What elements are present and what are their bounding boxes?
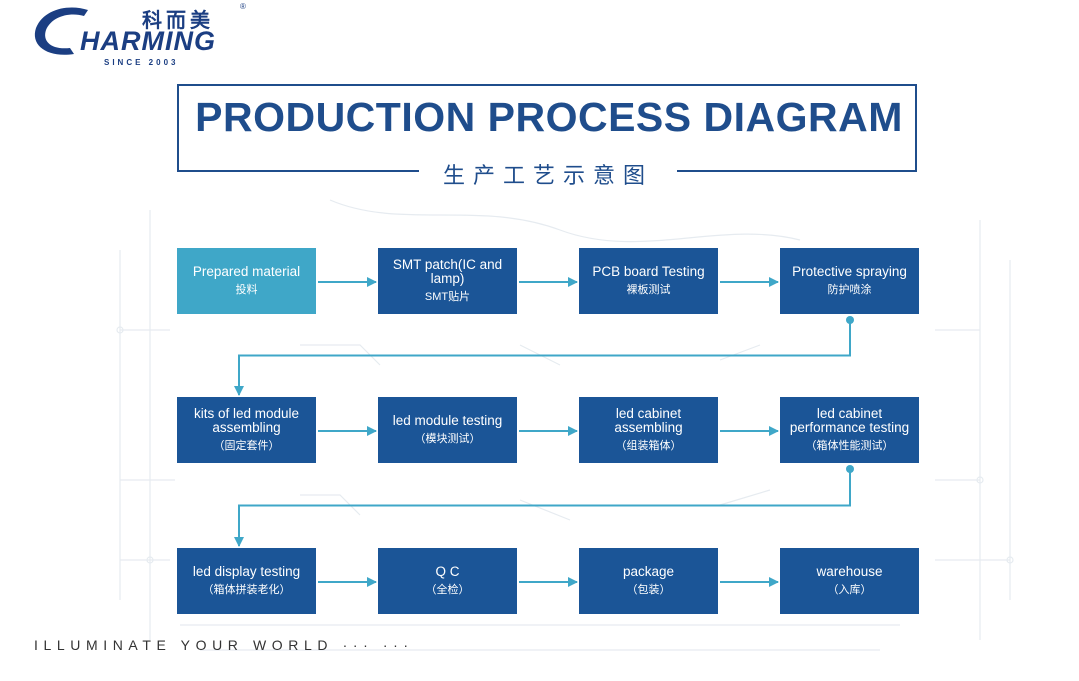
page-title: PRODUCTION PROCESS DIAGRAM: [195, 94, 903, 140]
process-step: package （包装）: [579, 548, 718, 614]
process-step: PCB board Testing 裸板测试: [579, 248, 718, 314]
step-label-en: SMT patch(IC and lamp): [392, 257, 503, 286]
logo-c-swoosh-icon: [34, 7, 88, 55]
step-label-cn: （模块测试）: [414, 433, 481, 445]
process-step: led display testing （箱体拼装老化）: [177, 548, 316, 614]
wrap-arrow: [234, 469, 851, 547]
process-step: led module testing （模块测试）: [378, 397, 517, 463]
step-label-en: led cabinet assembling: [614, 406, 683, 435]
step-label-en: PCB board Testing: [592, 264, 705, 279]
page-subtitle: 生产工艺示意图: [442, 163, 653, 188]
process-step: Protective spraying 防护喷涂: [780, 248, 919, 314]
title-frame: PRODUCTION PROCESS DIAGRAM: [177, 84, 917, 172]
step-label-en: Prepared material: [192, 264, 301, 279]
process-step: warehouse （入库）: [780, 548, 919, 614]
registered-mark: ®: [240, 2, 246, 11]
step-label-cn: （箱体拼装老化）: [202, 584, 291, 596]
title-divider-right: [677, 170, 917, 172]
step-label-en: warehouse: [816, 564, 883, 579]
step-label-en: led cabinet performance testing: [789, 406, 910, 435]
process-step: Prepared material 投料: [177, 248, 316, 314]
logo-chinese-name: 科而美: [142, 10, 214, 32]
tagline: ILLUMINATE YOUR WORLD ··· ···: [34, 637, 414, 653]
process-step: kits of led module assembling （固定套件）: [177, 397, 316, 463]
step-label-cn: 投料: [235, 284, 258, 296]
step-label-en: Protective spraying: [792, 264, 907, 279]
title-divider-left: [177, 170, 419, 172]
step-label-en: Q C: [435, 564, 460, 579]
step-label-en: led module testing: [392, 413, 503, 428]
step-label-cn: 裸板测试: [626, 284, 671, 296]
process-step: led cabinet assembling （组装箱体）: [579, 397, 718, 463]
process-step: Q C （全检）: [378, 548, 517, 614]
step-label-cn: （包装）: [626, 584, 671, 596]
process-step: led cabinet performance testing （箱体性能测试）: [780, 397, 919, 463]
wrap-arrow: [234, 320, 851, 396]
step-label-cn: （箱体性能测试）: [805, 440, 894, 452]
logo-since: SINCE 2003: [104, 58, 179, 67]
step-label-cn: （入库）: [827, 584, 872, 596]
step-label-en: package: [622, 564, 675, 579]
process-step: SMT patch(IC and lamp) SMT贴片: [378, 248, 517, 314]
step-label-en: led display testing: [192, 564, 301, 579]
logo-wordmark: HARMING: [80, 26, 216, 56]
step-label-cn: 防护喷涂: [827, 284, 872, 296]
step-label-cn: SMT贴片: [424, 291, 471, 303]
step-label-cn: （固定套件）: [213, 440, 280, 452]
step-label-cn: （全检）: [425, 584, 470, 596]
step-label-cn: （组装箱体）: [615, 440, 682, 452]
step-label-en: kits of led module assembling: [193, 406, 300, 435]
charming-logo: 科而美 ® HARMING SINCE 2003: [30, 2, 260, 68]
